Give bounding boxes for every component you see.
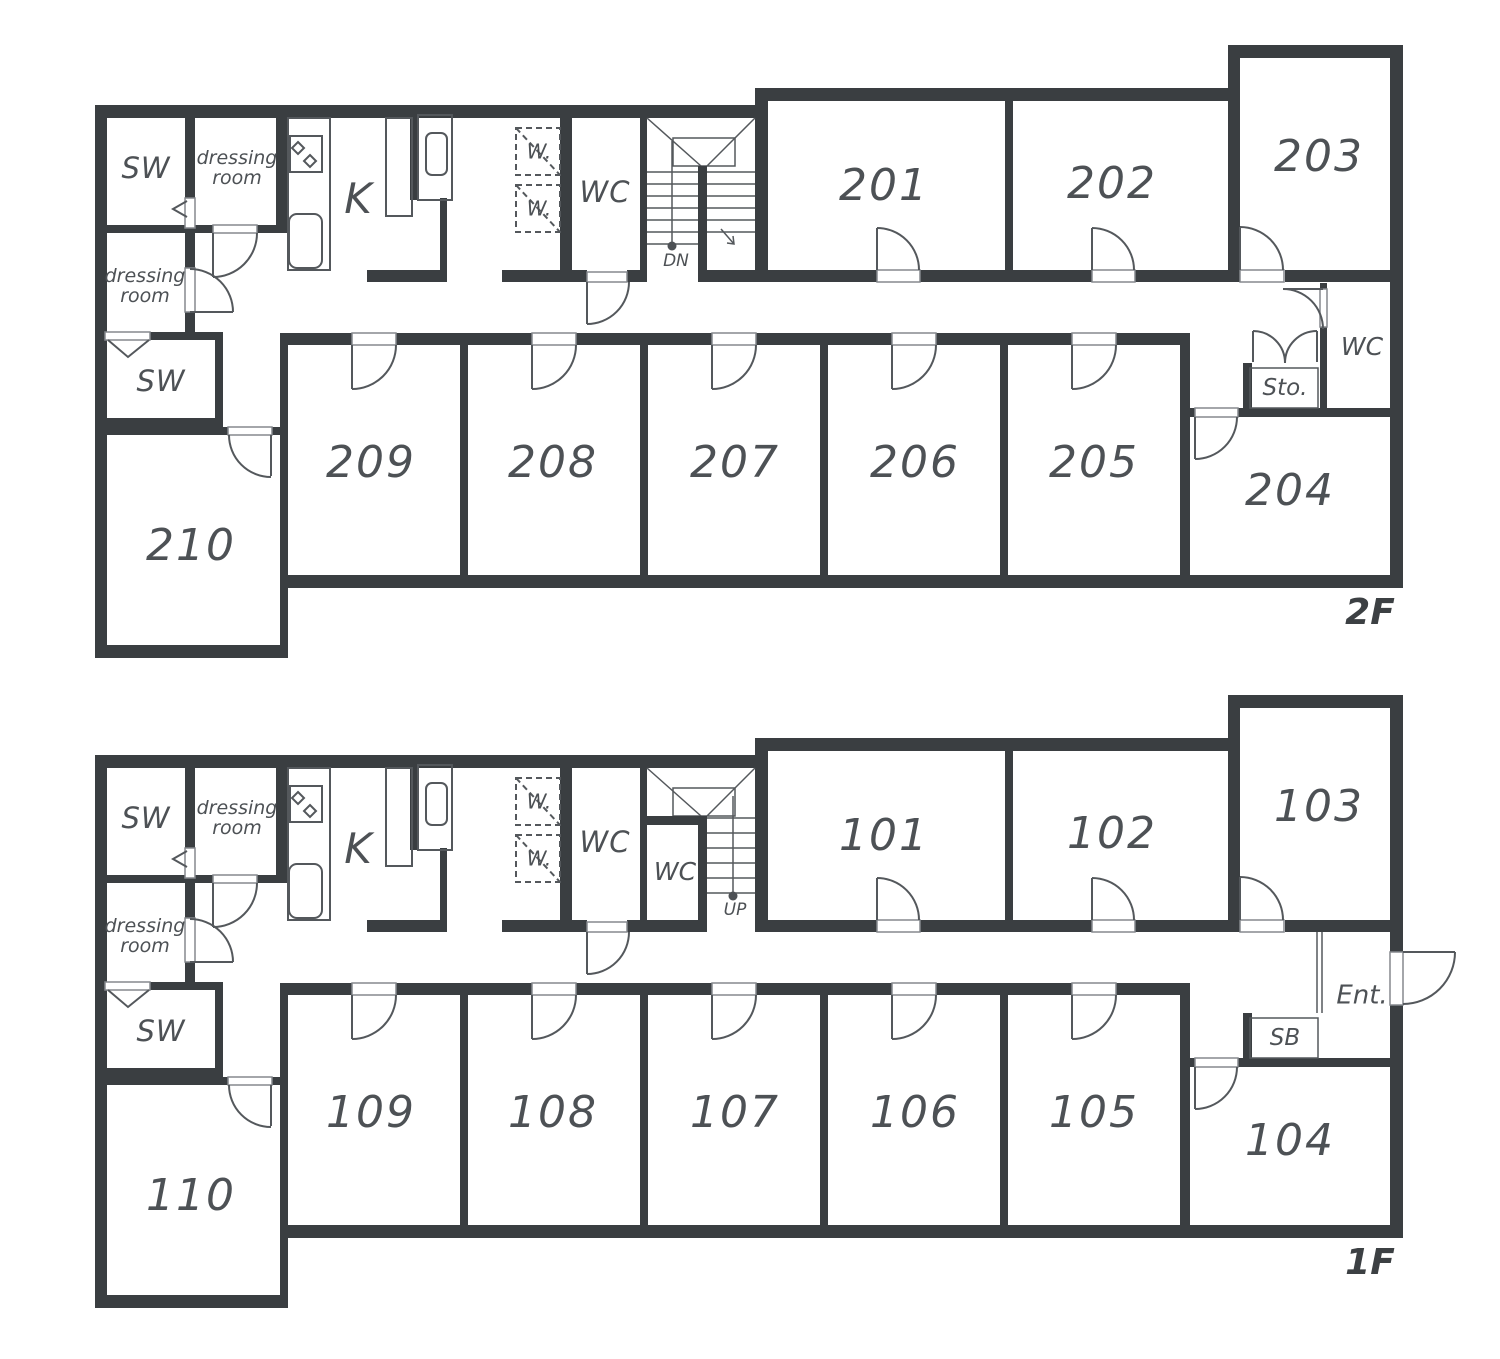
stairs-dn-label: DN <box>663 251 689 272</box>
room-label-102: 102 <box>1067 807 1157 859</box>
room-label-204: 204 <box>1245 464 1335 516</box>
stairs-up-label: UP <box>723 900 747 921</box>
room-label-107: 107 <box>690 1086 780 1138</box>
room-label-108: 108 <box>508 1086 598 1138</box>
wc-label-1f: WC <box>579 824 631 859</box>
dressing-room-label-1f-low: dressing room <box>104 915 186 957</box>
stairs-up-start-dot <box>728 891 738 901</box>
room-label-104: 104 <box>1245 1114 1335 1166</box>
room-label-210: 210 <box>146 519 236 571</box>
washer-label-2f-2: W. <box>526 196 552 221</box>
room-label-110: 110 <box>146 1169 236 1221</box>
floor-label-1f: 1F <box>1345 1242 1395 1284</box>
wc-storage-doors-2f <box>1249 288 1324 409</box>
entrance-label: Ent. <box>1336 980 1388 1011</box>
room-label-101: 101 <box>839 809 929 861</box>
kitchen-label-1f: K <box>344 823 372 873</box>
dressing-room-label-1f-top: dressing room <box>196 797 278 839</box>
wc-label-2f-right: WC <box>1340 331 1384 361</box>
storage-label-2f: Sto. <box>1262 374 1308 401</box>
floor-1f-geometry <box>94 694 1456 1309</box>
room-label-106: 106 <box>870 1086 960 1138</box>
kitchen-label-2f: K <box>344 173 372 223</box>
wc-label-1f-understair: WC <box>653 856 697 886</box>
shoe-box <box>1249 1017 1319 1059</box>
floor-label-2f: 2F <box>1345 592 1395 634</box>
stairs-1f-treads <box>707 796 755 896</box>
floor-2f-geometry <box>94 44 1404 659</box>
room-label-105: 105 <box>1049 1086 1139 1138</box>
dressing-room-label-2f-low: dressing room <box>104 265 186 307</box>
room-label-207: 207 <box>690 436 780 488</box>
entrance-door-swing <box>1402 951 1456 1005</box>
closet-sw-label-2f-low: SW <box>136 363 186 398</box>
wc-label-2f: WC <box>579 174 631 209</box>
room-label-208: 208 <box>508 436 598 488</box>
room-label-201: 201 <box>839 159 929 211</box>
washer-label-2f-1: W. <box>526 139 552 164</box>
entrance-opening <box>1389 951 1404 1006</box>
entrance-area-1f <box>1249 932 1456 1059</box>
room-label-205: 205 <box>1049 436 1139 488</box>
room-label-209: 209 <box>326 436 416 488</box>
stairs-dn-start-dot <box>667 241 677 251</box>
room-label-103: 103 <box>1274 780 1364 832</box>
closet-sw-label-1f-top: SW <box>121 800 171 835</box>
room-label-109: 109 <box>326 1086 416 1138</box>
closet-sw-label-1f-low: SW <box>136 1013 186 1048</box>
dressing-room-label-2f-top: dressing room <box>196 147 278 189</box>
washer-label-1f-1: W. <box>526 789 552 814</box>
closet-sw-label-2f-top: SW <box>121 150 171 185</box>
shoebox-label: SB <box>1269 1024 1301 1051</box>
room-label-203: 203 <box>1274 130 1364 182</box>
washer-label-1f-2: W. <box>526 846 552 871</box>
room-label-206: 206 <box>870 436 960 488</box>
room-label-202: 202 <box>1067 157 1157 209</box>
storage-box <box>1249 367 1319 409</box>
